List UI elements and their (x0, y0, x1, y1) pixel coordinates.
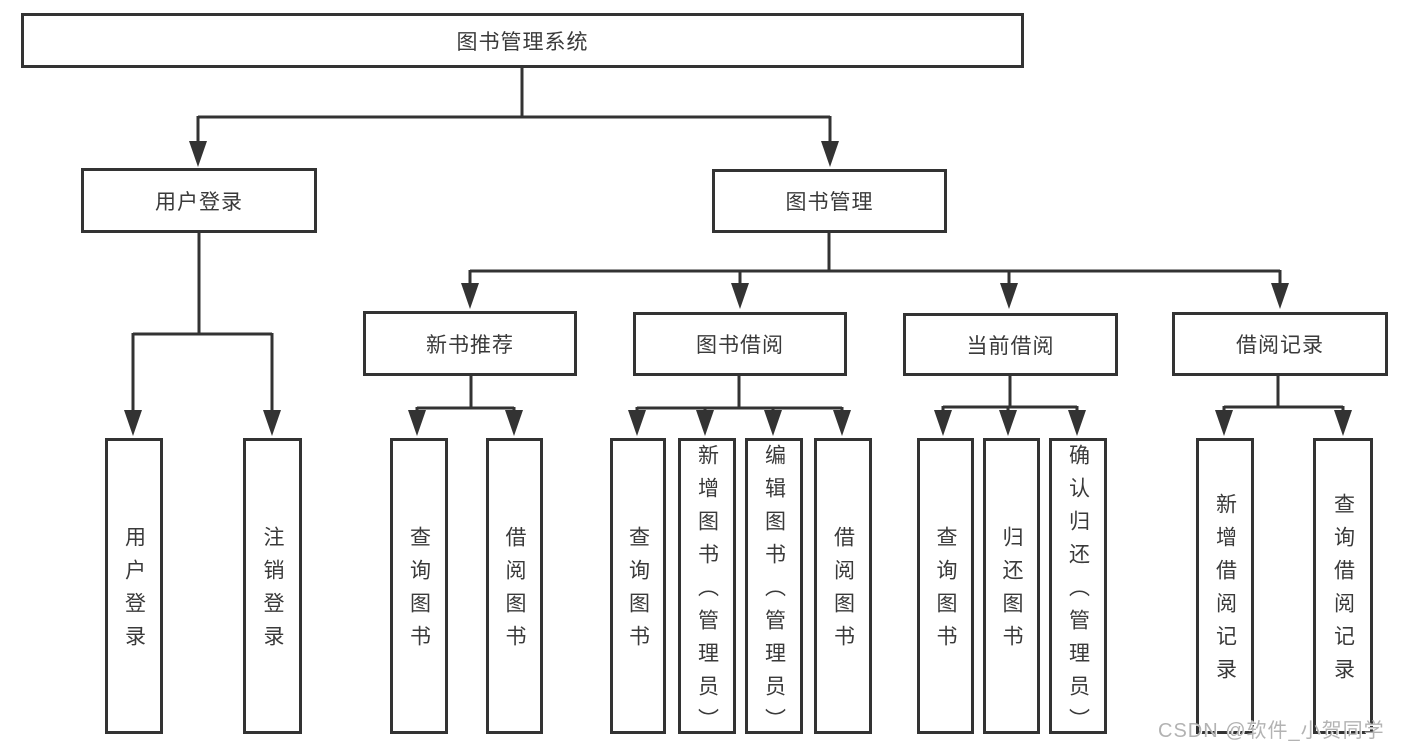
node-label: 图书借阅 (696, 334, 784, 357)
leaf-borrow-book-recommend: 借阅图书 (486, 438, 543, 734)
node-label: 新增借阅记录 (1213, 493, 1237, 691)
node-label: 确认归还（管理员） (1066, 443, 1090, 741)
leaf-add-borrow-record: 新增借阅记录 (1196, 438, 1254, 734)
node-label: 图书管理系统 (456, 30, 589, 54)
leaf-return-book: 归还图书 (983, 438, 1040, 734)
node-new-book-recommend: 新书推荐 (363, 311, 577, 376)
node-label: 图书管理 (785, 191, 874, 214)
node-label: 借阅图书 (503, 526, 526, 658)
node-book-management: 图书管理 (712, 169, 947, 233)
leaf-add-book-admin: 新增图书（管理员） (678, 438, 736, 741)
node-label: 注销登录 (261, 526, 284, 658)
node-label: 新书推荐 (426, 333, 514, 357)
node-borrow-records: 借阅记录 (1172, 312, 1388, 376)
arrowheads (124, 141, 1352, 436)
node-label: 查询借阅记录 (1331, 493, 1355, 691)
leaf-edit-book-admin: 编辑图书（管理员） (745, 438, 803, 741)
node-book-borrow: 图书借阅 (633, 312, 847, 376)
leaf-query-borrow-record: 查询借阅记录 (1313, 438, 1373, 734)
node-label: 用户登录 (155, 190, 243, 214)
leaf-query-book-current: 查询图书 (917, 438, 974, 734)
leaf-user-login: 用户登录 (105, 438, 163, 734)
csdn-watermark: CSDN @软件_小贺同学 (1158, 720, 1385, 742)
node-library-system: 图书管理系统 (21, 13, 1024, 68)
leaf-query-book-borrow: 查询图书 (610, 438, 666, 734)
node-label: 借阅图书 (831, 526, 855, 658)
node-label: 编辑图书（管理员） (762, 443, 786, 741)
leaf-borrow-book: 借阅图书 (814, 438, 872, 734)
node-label: 查询图书 (934, 526, 957, 658)
node-label: 查询图书 (626, 526, 650, 658)
node-user-login: 用户登录 (81, 168, 317, 233)
leaf-logout: 注销登录 (243, 438, 302, 734)
leaf-query-book-recommend: 查询图书 (390, 438, 448, 734)
leaf-confirm-return-admin: 确认归还（管理员） (1049, 438, 1107, 741)
node-label: 用户登录 (122, 526, 146, 658)
node-label: 借阅记录 (1236, 334, 1324, 357)
node-label: 归还图书 (1000, 526, 1023, 658)
node-label: 查询图书 (407, 526, 431, 658)
node-current-borrow: 当前借阅 (903, 313, 1118, 376)
node-label: 新增图书（管理员） (695, 443, 719, 741)
node-label: 当前借阅 (966, 334, 1055, 358)
